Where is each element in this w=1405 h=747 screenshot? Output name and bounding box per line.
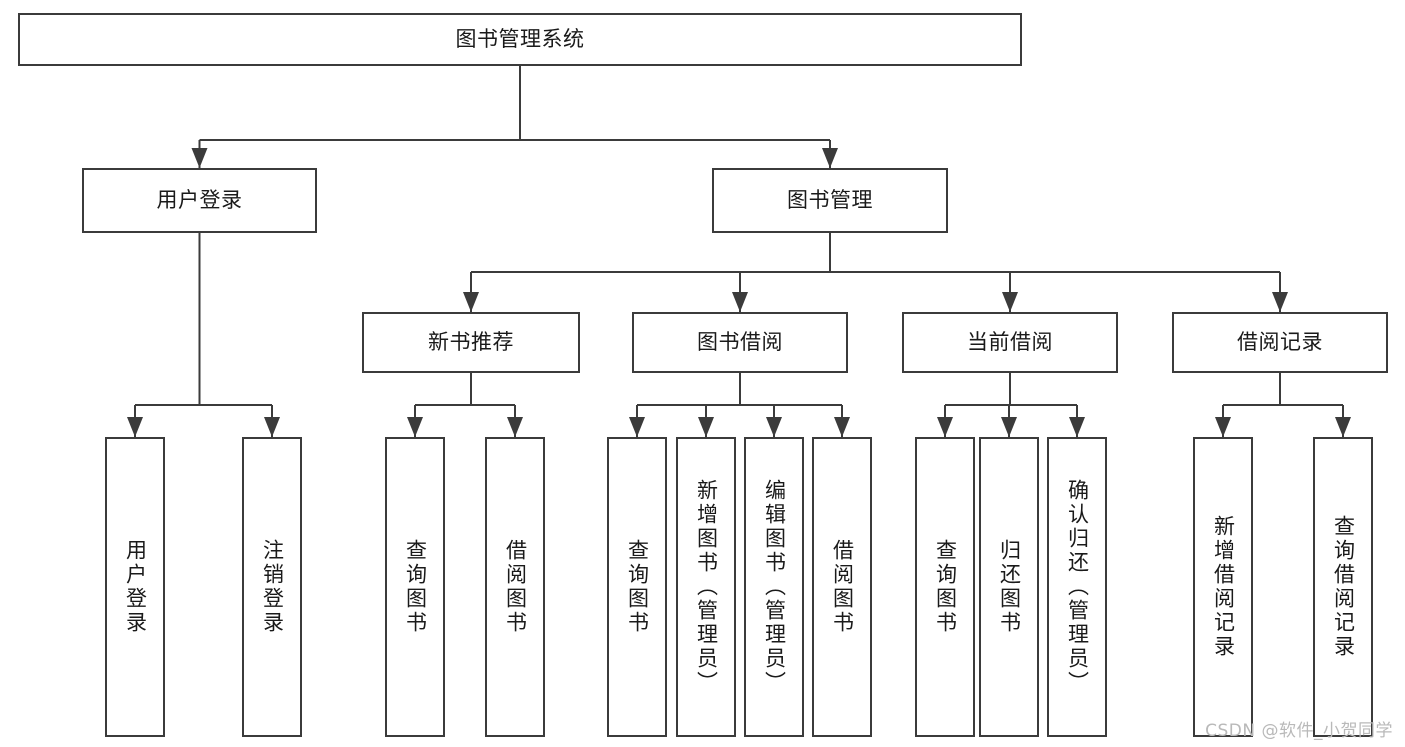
node-leaf-user-login: 用户登录 bbox=[105, 437, 165, 737]
arrow-head bbox=[1335, 417, 1351, 437]
arrow-head bbox=[1002, 292, 1018, 312]
node-label: 当前借阅 bbox=[967, 330, 1053, 355]
node-label: 图书管理系统 bbox=[455, 27, 585, 52]
node-label: 确认归还（管理员） bbox=[1065, 479, 1090, 695]
node-label: 注销登录 bbox=[260, 539, 285, 635]
node-leaf-edit-book: 编辑图书（管理员） bbox=[744, 437, 804, 737]
node-book-borrow: 图书借阅 bbox=[632, 312, 848, 373]
node-leaf-borrow-book-1: 借阅图书 bbox=[485, 437, 545, 737]
arrow-head bbox=[507, 417, 523, 437]
arrow-head bbox=[463, 292, 479, 312]
arrow-head bbox=[1069, 417, 1085, 437]
node-label: 新增借阅记录 bbox=[1211, 515, 1236, 659]
node-label: 查询图书 bbox=[625, 539, 650, 635]
watermark: CSDN @软件_小贺同学 bbox=[1205, 721, 1393, 741]
arrow-head bbox=[766, 417, 782, 437]
node-label: 图书管理 bbox=[787, 188, 873, 213]
arrow-head bbox=[732, 292, 748, 312]
arrow-head bbox=[834, 417, 850, 437]
node-leaf-return-book: 归还图书 bbox=[979, 437, 1039, 737]
arrow-head bbox=[127, 417, 143, 437]
node-label: 归还图书 bbox=[997, 539, 1022, 635]
arrow-head bbox=[1001, 417, 1017, 437]
arrow-head bbox=[407, 417, 423, 437]
node-current-borrow: 当前借阅 bbox=[902, 312, 1118, 373]
arrow-head bbox=[629, 417, 645, 437]
node-user-login: 用户登录 bbox=[82, 168, 317, 233]
node-leaf-query-record: 查询借阅记录 bbox=[1313, 437, 1373, 737]
node-leaf-add-record: 新增借阅记录 bbox=[1193, 437, 1253, 737]
node-label: 新增图书（管理员） bbox=[694, 479, 719, 695]
node-leaf-query-book-1: 查询图书 bbox=[385, 437, 445, 737]
node-root: 图书管理系统 bbox=[18, 13, 1022, 66]
node-new-book-recommend: 新书推荐 bbox=[362, 312, 580, 373]
node-label: 借阅图书 bbox=[830, 539, 855, 635]
arrow-head bbox=[264, 417, 280, 437]
node-leaf-user-logout: 注销登录 bbox=[242, 437, 302, 737]
node-leaf-query-book-2: 查询图书 bbox=[607, 437, 667, 737]
node-label: 用户登录 bbox=[123, 539, 148, 635]
node-label: 借阅记录 bbox=[1237, 330, 1323, 355]
node-leaf-confirm-return: 确认归还（管理员） bbox=[1047, 437, 1107, 737]
arrow-head bbox=[1215, 417, 1231, 437]
node-leaf-borrow-book-2: 借阅图书 bbox=[812, 437, 872, 737]
node-label: 借阅图书 bbox=[503, 539, 528, 635]
arrow-head bbox=[937, 417, 953, 437]
node-label: 查询图书 bbox=[403, 539, 428, 635]
node-label: 编辑图书（管理员） bbox=[762, 479, 787, 695]
node-label: 新书推荐 bbox=[428, 330, 514, 355]
arrow-head bbox=[698, 417, 714, 437]
node-label: 查询图书 bbox=[933, 539, 958, 635]
node-borrow-record: 借阅记录 bbox=[1172, 312, 1388, 373]
arrow-head bbox=[191, 148, 208, 168]
node-book-manage: 图书管理 bbox=[712, 168, 948, 233]
arrow-head bbox=[822, 148, 838, 168]
node-leaf-add-book: 新增图书（管理员） bbox=[676, 437, 736, 737]
node-leaf-query-book-3: 查询图书 bbox=[915, 437, 975, 737]
arrow-head bbox=[1272, 292, 1288, 312]
node-label: 图书借阅 bbox=[697, 330, 783, 355]
node-label: 用户登录 bbox=[156, 188, 243, 213]
node-label: 查询借阅记录 bbox=[1331, 515, 1356, 659]
